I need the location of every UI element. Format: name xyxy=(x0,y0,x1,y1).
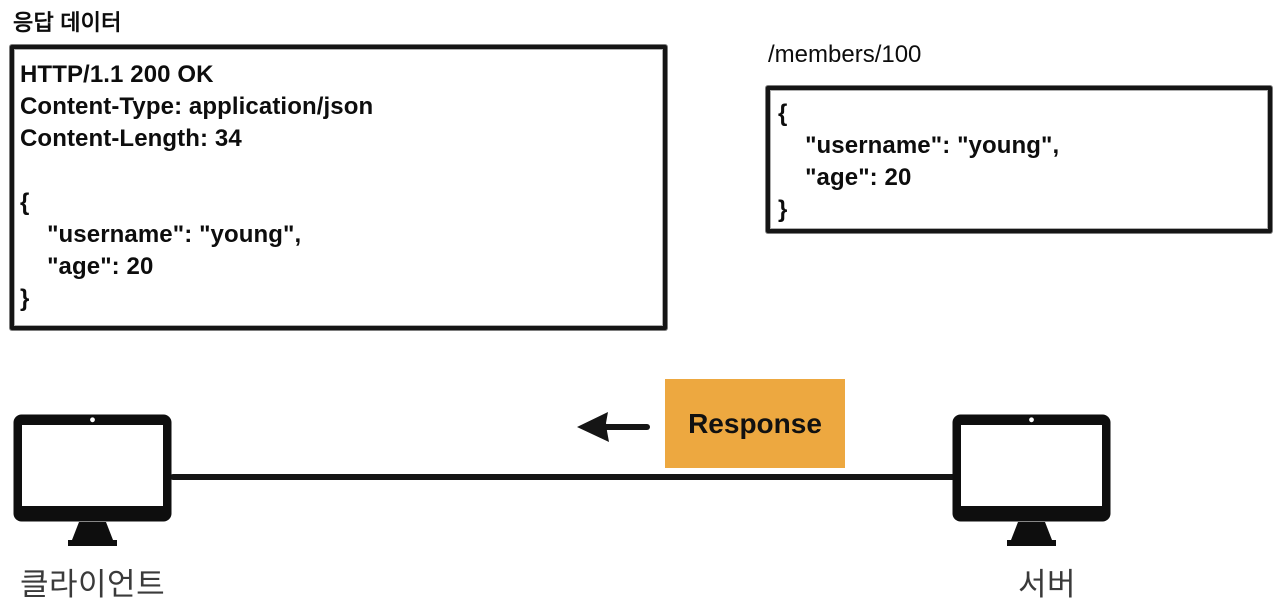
server-monitor-icon xyxy=(952,414,1111,546)
diagram-title: 응답 데이터 xyxy=(13,10,122,35)
json-close-brace: } xyxy=(778,196,788,223)
client-label: 클라이언트 xyxy=(20,567,166,602)
http-status-line: HTTP/1.1 200 OK xyxy=(20,61,214,88)
content-length-line: Content-Length: 34 xyxy=(20,125,242,152)
json-age-line: "age": 20 xyxy=(778,164,912,191)
blank-line xyxy=(20,155,655,187)
json-username-line: "username": "young", xyxy=(20,221,302,248)
json-age-line: "age": 20 xyxy=(20,253,154,280)
connection-line xyxy=(170,474,956,480)
content-type-line: Content-Type: application/json xyxy=(20,93,374,120)
resource-json-box: { "username": "young", "age": 20 } xyxy=(766,86,1272,233)
response-message-label: Response xyxy=(688,407,822,439)
resource-path-label: /members/100 xyxy=(768,41,922,68)
json-username-line: "username": "young", xyxy=(778,132,1060,159)
client-monitor-icon xyxy=(13,414,172,546)
json-open-brace: { xyxy=(778,100,788,127)
response-data-box: HTTP/1.1 200 OK Content-Type: applicatio… xyxy=(10,45,667,330)
json-close-brace: } xyxy=(20,285,30,312)
arrow-left-icon xyxy=(577,412,650,442)
json-open-brace: { xyxy=(20,189,30,216)
response-message-box: Response xyxy=(665,379,845,468)
server-label: 서버 xyxy=(1018,567,1077,602)
